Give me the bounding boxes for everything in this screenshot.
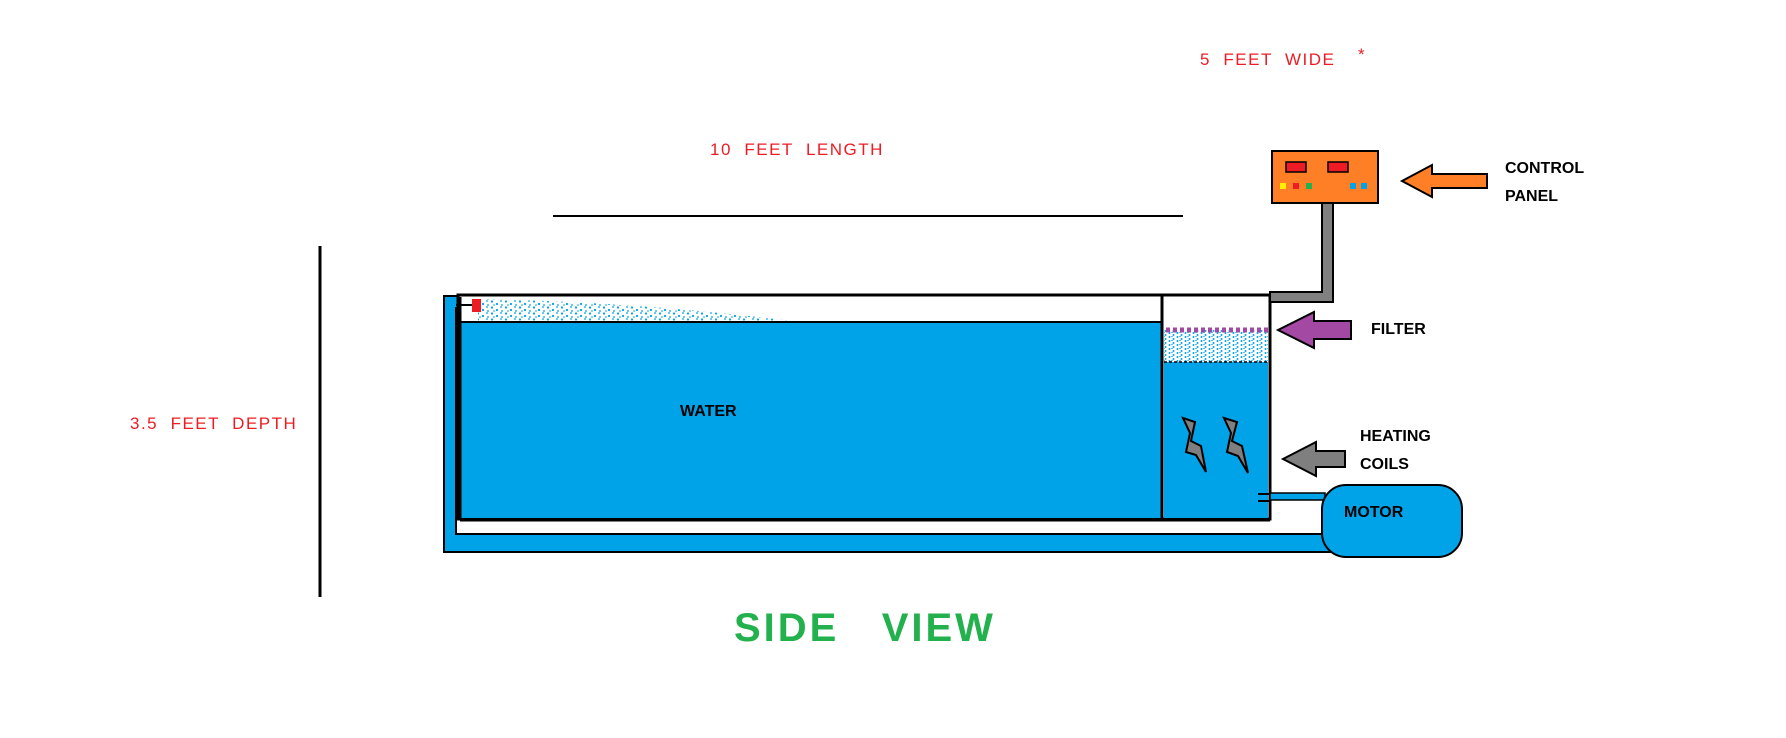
control-panel-label-line1: CONTROL — [1505, 160, 1584, 177]
heating-coils-label-line2: COILS — [1360, 456, 1409, 473]
arrow-left-icon — [1275, 310, 1352, 350]
motor — [1321, 484, 1463, 558]
depth-dimension-label: 3.5 FEET DEPTH — [130, 414, 297, 433]
control-display — [1327, 161, 1349, 173]
width-dimension-mark: * — [1358, 45, 1366, 64]
motor-label: MOTOR — [1344, 504, 1404, 521]
heating-coils-label-line1: HEATING — [1360, 428, 1431, 445]
control-panel-label-line2: PANEL — [1505, 188, 1558, 205]
length-dimension-label: 10 FEET LENGTH — [710, 140, 884, 159]
control-panel — [1271, 150, 1379, 204]
motor-inlet-pipe — [1269, 492, 1326, 501]
water-spray — [478, 299, 800, 322]
width-dimension-label: 5 FEET WIDE — [1200, 50, 1335, 69]
lightning-bolt-icon — [1181, 416, 1207, 473]
spray-nozzle — [472, 299, 481, 312]
arrow-left-icon — [1280, 440, 1346, 478]
heater-chamber-water — [1164, 362, 1268, 518]
indicator-light — [1280, 183, 1286, 189]
water-label: WATER — [680, 403, 737, 420]
control-display — [1285, 161, 1307, 173]
arrow-left-icon — [1399, 163, 1488, 199]
indicator-light — [1293, 183, 1299, 189]
main-water — [460, 322, 1162, 518]
indicator-light — [1350, 183, 1356, 189]
indicator-light — [1361, 183, 1367, 189]
view-title: SIDE VIEW — [734, 606, 996, 650]
indicator-light — [1306, 183, 1312, 189]
control-cable — [1269, 202, 1334, 303]
filter-spray — [1164, 330, 1268, 362]
lightning-bolt-icon — [1222, 416, 1249, 474]
filter-label: FILTER — [1371, 321, 1426, 338]
